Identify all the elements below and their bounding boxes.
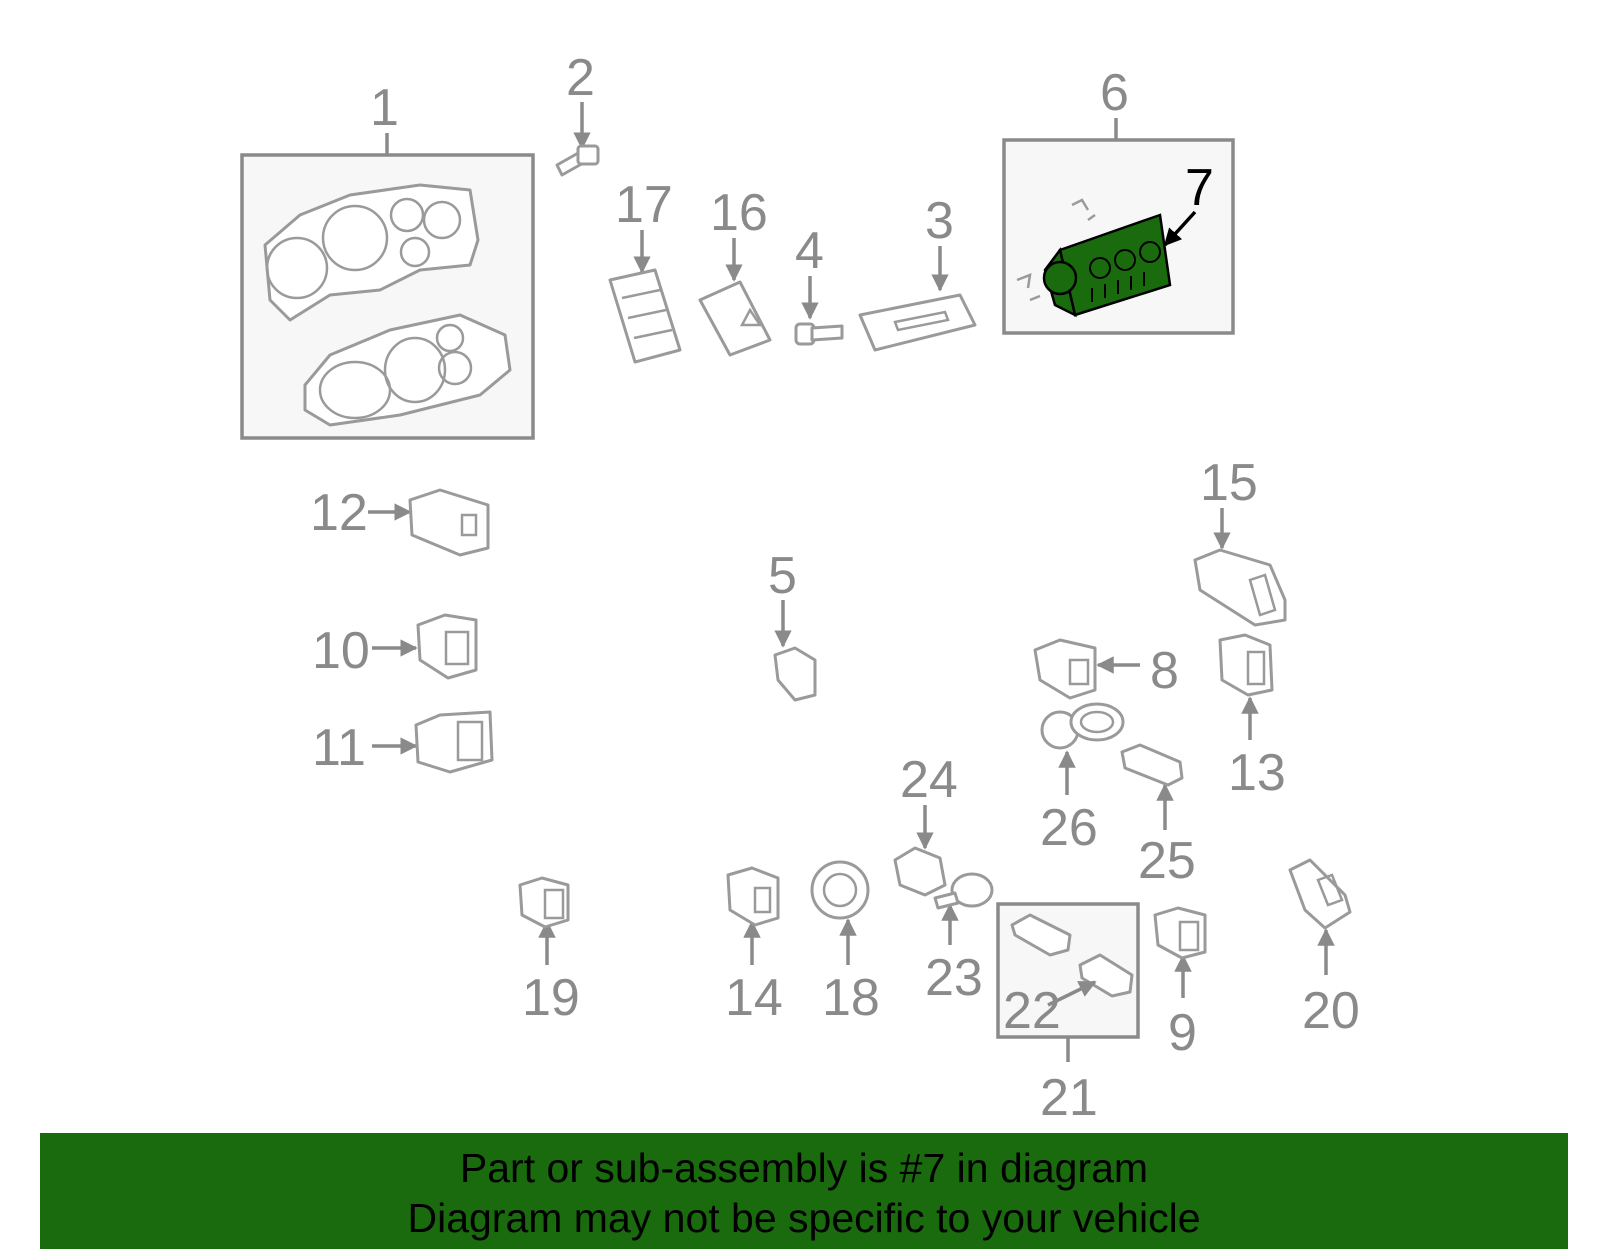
callout-15: 15 <box>1200 454 1258 512</box>
callout-1: 1 <box>370 79 399 137</box>
banner-line-1: Part or sub-assembly is #7 in diagram <box>459 1145 1149 1191</box>
part-16-hazard-switch[interactable]: 16 <box>698 184 772 357</box>
callout-21: 21 <box>1040 1069 1098 1127</box>
callout-18: 18 <box>822 969 880 1027</box>
callout-26: 26 <box>1040 799 1098 857</box>
part-5-connector[interactable]: 5 <box>768 547 817 702</box>
part-22-connector[interactable]: 22 <box>1003 980 1097 1040</box>
part-15-switch[interactable]: 15 <box>1193 454 1287 627</box>
notice-banner: Part or sub-assembly is #7 in diagram Di… <box>40 1133 1568 1249</box>
part-6-climate-control-assembly[interactable]: 6 7 <box>1002 64 1235 335</box>
part-18-socket[interactable]: 18 <box>810 860 880 1027</box>
part-4-screw[interactable]: 4 <box>794 222 844 346</box>
part-26-bezel[interactable]: 26 <box>1040 702 1125 857</box>
banner-line-2: Diagram may not be specific to your vehi… <box>407 1195 1201 1241</box>
callout-5: 5 <box>768 547 797 605</box>
part-20-socket[interactable]: 20 <box>1288 858 1360 1040</box>
callout-19: 19 <box>522 969 580 1027</box>
part-8-switch[interactable]: 8 <box>1033 638 1179 700</box>
callout-10: 10 <box>312 622 370 680</box>
part-25-bracket[interactable]: 25 <box>1120 743 1196 890</box>
callout-2: 2 <box>566 49 595 107</box>
callout-3: 3 <box>925 192 954 250</box>
part-12-switch[interactable]: 12 <box>310 484 490 557</box>
callout-7: 7 <box>1185 159 1214 217</box>
part-21-assembly[interactable]: 22 21 <box>996 902 1140 1127</box>
part-14-switch[interactable]: 14 <box>725 866 783 1027</box>
callout-12: 12 <box>310 484 368 542</box>
part-13-switch[interactable]: 13 <box>1218 633 1286 802</box>
part-7-climate-control-unit[interactable]: 7 <box>1042 159 1214 318</box>
callout-16: 16 <box>710 184 768 242</box>
callout-8: 8 <box>1150 642 1179 700</box>
callout-13: 13 <box>1228 744 1286 802</box>
callout-25: 25 <box>1138 832 1196 890</box>
part-2-screw[interactable]: 2 <box>555 49 600 177</box>
callout-24: 24 <box>900 751 958 809</box>
callout-17: 17 <box>615 176 673 234</box>
callout-6: 6 <box>1100 64 1129 122</box>
part-3-switch-panel[interactable]: 3 <box>858 192 977 352</box>
callout-9: 9 <box>1168 1004 1197 1062</box>
callout-11: 11 <box>312 719 366 777</box>
part-9-switch[interactable]: 9 <box>1153 906 1207 1062</box>
callout-20: 20 <box>1302 982 1360 1040</box>
part-24-socket[interactable]: 24 <box>893 751 958 897</box>
callout-14: 14 <box>725 969 783 1027</box>
callout-4: 4 <box>795 222 824 280</box>
part-19-switch[interactable]: 19 <box>518 876 580 1027</box>
callout-22: 22 <box>1003 982 1061 1040</box>
callout-23: 23 <box>925 949 983 1007</box>
part-11-switch[interactable]: 11 <box>312 710 494 777</box>
part-1-instrument-cluster[interactable]: 1 <box>240 79 535 440</box>
part-23-bulb[interactable]: 23 <box>925 872 994 1007</box>
part-10-switch[interactable]: 10 <box>312 613 478 680</box>
part-17-switch[interactable]: 17 <box>608 176 682 364</box>
